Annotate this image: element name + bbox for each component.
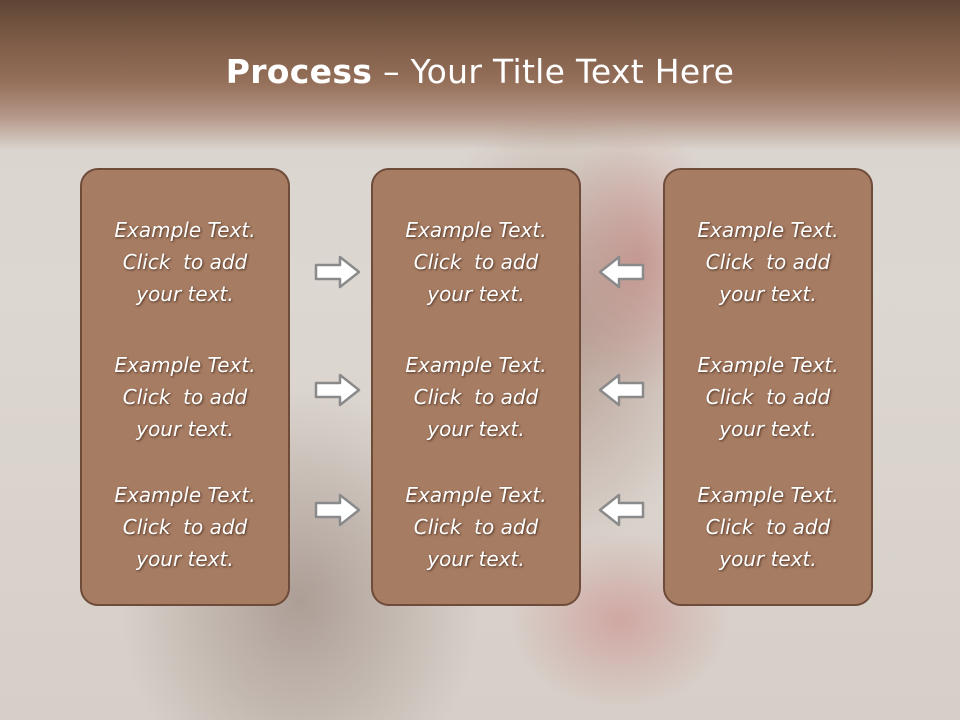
list-item[interactable]: Example Text. Click to add your text.: [82, 214, 288, 310]
item-line: your text.: [427, 417, 525, 441]
item-line: your text.: [136, 547, 234, 571]
list-item[interactable]: Example Text. Click to add your text.: [373, 479, 579, 575]
list-item[interactable]: Example Text. Click to add your text.: [665, 214, 871, 310]
item-line: your text.: [427, 547, 525, 571]
item-line: your text.: [719, 282, 817, 306]
text-box-left[interactable]: Example Text. Click to add your text. Ex…: [80, 168, 290, 606]
list-item[interactable]: Example Text. Click to add your text.: [665, 349, 871, 445]
item-line: Click to add: [413, 250, 539, 274]
list-item[interactable]: Example Text. Click to add your text.: [373, 349, 579, 445]
right-arrow-icon: [314, 255, 361, 289]
title-rest: – Your Title Text Here: [372, 52, 735, 91]
item-line: Example Text.: [114, 218, 256, 242]
item-line: Click to add: [705, 385, 831, 409]
item-line: Example Text.: [405, 483, 547, 507]
item-line: Example Text.: [697, 218, 839, 242]
item-line: your text.: [136, 282, 234, 306]
left-arrow-icon: [598, 373, 645, 407]
item-line: your text.: [136, 417, 234, 441]
text-box-right[interactable]: Example Text. Click to add your text. Ex…: [663, 168, 873, 606]
left-arrow-icon: [598, 255, 645, 289]
right-arrow-icon: [314, 493, 361, 527]
item-line: Click to add: [705, 515, 831, 539]
item-line: Example Text.: [114, 483, 256, 507]
list-item[interactable]: Example Text. Click to add your text.: [665, 479, 871, 575]
item-line: Click to add: [122, 385, 248, 409]
text-box-center[interactable]: Example Text. Click to add your text. Ex…: [371, 168, 581, 606]
slide-title[interactable]: Process – Your Title Text Here: [0, 52, 960, 91]
title-bold: Process: [225, 52, 373, 91]
right-arrow-icon: [314, 373, 361, 407]
title-bar: [0, 0, 960, 150]
item-line: Example Text.: [405, 353, 547, 377]
item-line: your text.: [719, 547, 817, 571]
list-item[interactable]: Example Text. Click to add your text.: [82, 479, 288, 575]
item-line: Example Text.: [697, 353, 839, 377]
item-line: Click to add: [122, 515, 248, 539]
item-line: Click to add: [413, 385, 539, 409]
item-line: Click to add: [122, 250, 248, 274]
item-line: Example Text.: [114, 353, 256, 377]
item-line: Click to add: [413, 515, 539, 539]
item-line: your text.: [719, 417, 817, 441]
item-line: your text.: [427, 282, 525, 306]
list-item[interactable]: Example Text. Click to add your text.: [373, 214, 579, 310]
item-line: Example Text.: [405, 218, 547, 242]
item-line: Click to add: [705, 250, 831, 274]
left-arrow-icon: [598, 493, 645, 527]
list-item[interactable]: Example Text. Click to add your text.: [82, 349, 288, 445]
item-line: Example Text.: [697, 483, 839, 507]
